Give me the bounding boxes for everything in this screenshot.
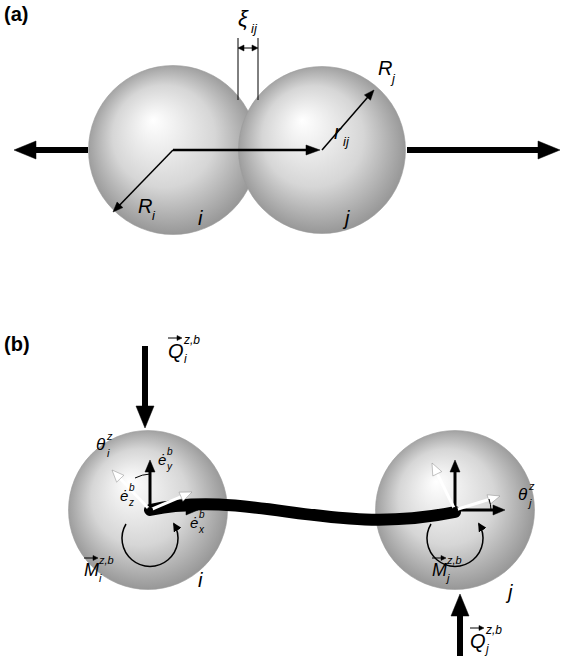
rotated-axis-head [432,463,442,476]
symbol-label: z,b [99,555,114,566]
distance-arrow-head [306,145,320,155]
rotated-axis [150,496,182,510]
rotated-axis [437,473,455,510]
sphere-body [376,431,535,590]
panel-letter: (b) [4,334,30,354]
particle-label: j [345,208,349,228]
axis-z [452,507,458,513]
symbol-label: z,b [486,624,502,636]
symbol-label: ij [251,22,257,35]
axis-x-head [186,505,198,515]
sphere-body [69,431,228,590]
distance-arrow [173,149,307,152]
shear-force-arrow-head [136,406,154,428]
vector-sign [432,558,442,559]
rotation-angle [489,499,491,510]
rotated-axis-head [112,470,124,482]
axis-y [149,471,152,510]
overlap-line [258,38,259,100]
vector-sign-head [177,336,182,341]
symbol-label: j [447,573,449,584]
symbol-label: z [129,498,134,508]
symbol-label: b [199,510,205,520]
symbol-label: ė [190,515,198,530]
vector-sign-head [93,556,98,561]
panel-letter: (a) [4,4,28,24]
symbol-label: j [392,72,395,85]
force-arrow-head [14,141,36,159]
moment-arrow [122,524,178,566]
vector-sign [470,628,480,629]
shear-force-arrow [457,615,463,656]
symbol-label: ξ [238,8,248,30]
axis-y [454,471,457,510]
symbol-label: Q [470,631,486,651]
symbol-label: ij [343,135,349,148]
symbol-label: R [138,196,152,216]
symbol-label: b [129,483,135,493]
vector-sign-head [441,556,446,561]
rotated-axis-head [179,492,192,501]
symbol-label: i [184,353,187,365]
force-arrow [35,147,88,153]
symbol-label: r [334,122,341,142]
symbol-label: z,b [184,334,200,346]
vector-sign [84,558,94,559]
symbol-label: i [99,573,101,584]
symbol-label: j [529,498,531,509]
symbol-label: Q [168,341,184,361]
symbol-label: i [152,209,155,222]
axis-y-head [145,460,155,472]
axis-y-head [450,460,460,472]
radius-arrow-head [364,90,374,100]
symbol-label: M [432,561,447,579]
symbol-label: R [378,58,392,78]
symbol-label: z,b [447,555,462,566]
particle-label: i [198,570,202,590]
radius-arrow [322,97,368,150]
axis-z [147,507,153,513]
symbol-label: z [107,431,113,442]
rotation-angle [135,474,150,478]
vector-sign [168,338,178,339]
overlap-arrow-head [252,45,258,51]
symbol-label: θ [518,486,527,503]
particle-label: j [508,582,512,602]
vector-sign-head [479,626,484,631]
radius-arrow-head [113,202,123,212]
rotated-axis [455,499,489,510]
shear-force-arrow-head [451,594,469,616]
symbol-label: ė [158,452,166,467]
symbol-label: M [84,561,99,579]
force-arrow [407,147,539,153]
symbol-label: i [107,448,109,459]
symbol-label: j [486,643,489,655]
symbol-label: ė [120,488,128,503]
symbol-label: x [199,525,204,535]
particle-label: i [198,208,202,228]
shear-force-arrow [142,346,148,407]
overlap-line [238,38,239,100]
force-arrow-head [538,141,560,159]
symbol-label: z [529,481,535,492]
symbol-label: b [167,447,173,457]
symbol-label: y [167,462,172,472]
axis-x-head [493,505,505,515]
symbol-label: θ [96,436,105,453]
overlap-arrow-head [238,45,244,51]
rotated-axis [120,478,150,510]
